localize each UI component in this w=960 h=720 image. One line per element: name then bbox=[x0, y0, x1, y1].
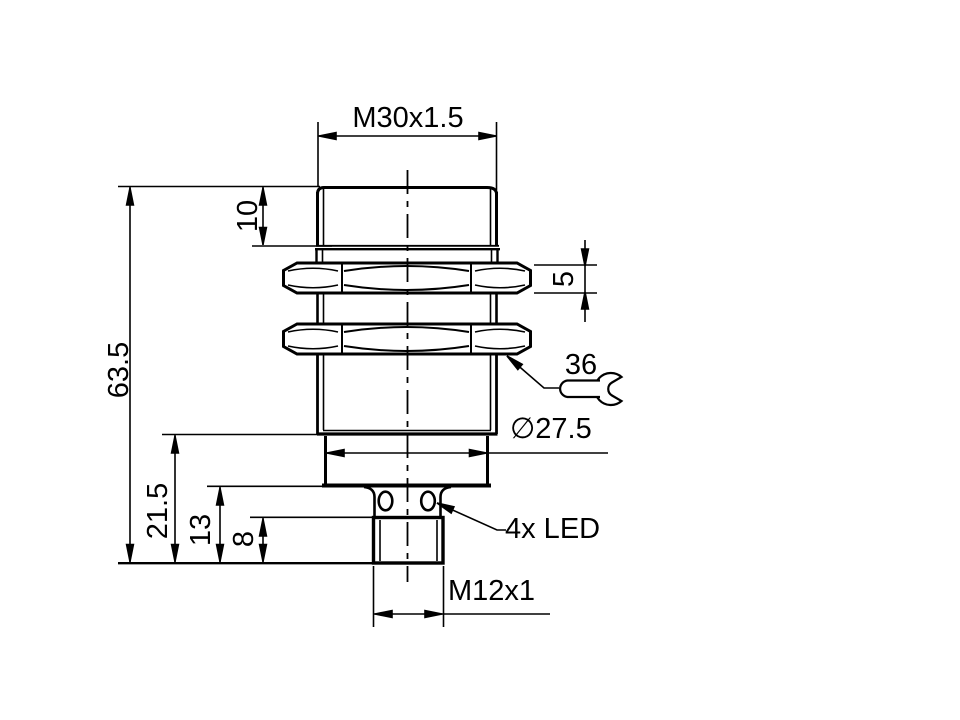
dim-arrow bbox=[125, 543, 135, 563]
led-indicator-left bbox=[377, 490, 394, 512]
dim-lower-21-5 bbox=[162, 433, 318, 563]
dim-arrow bbox=[478, 131, 497, 141]
dim-arrow bbox=[374, 609, 393, 619]
threaded-barrel bbox=[316, 292, 498, 436]
dim-arrow bbox=[580, 248, 590, 267]
dim-arrow bbox=[258, 543, 268, 563]
sensor-head-outline bbox=[316, 186, 498, 246]
label-thread-m12: M12x1 bbox=[448, 575, 535, 607]
dim-arrow bbox=[215, 543, 225, 563]
leader-led bbox=[434, 499, 506, 531]
dim-nut-5 bbox=[534, 240, 597, 322]
dimension-labels: M30x1.5 10 63.5 21.5 13 8 5 36 ∅27.5 4x … bbox=[103, 102, 600, 607]
dim-arrow bbox=[170, 435, 180, 454]
sensor-body bbox=[282, 186, 532, 565]
leader-arrow bbox=[504, 352, 524, 371]
dim-arrow bbox=[326, 448, 345, 458]
dimension-lines bbox=[118, 122, 624, 627]
label-led-callout: 4x LED bbox=[505, 513, 600, 545]
dim-arrow bbox=[424, 609, 443, 619]
dim-overall-63-5 bbox=[125, 187, 135, 563]
dim-arrow bbox=[215, 487, 225, 506]
label-thread-m30: M30x1.5 bbox=[352, 102, 463, 134]
dim-arrow bbox=[580, 291, 590, 310]
dim-arrow bbox=[125, 187, 135, 206]
leader-wrench-size bbox=[504, 352, 559, 389]
body-ring bbox=[322, 436, 491, 488]
dim-diameter-27-5 bbox=[326, 448, 608, 458]
led-indicator-right bbox=[419, 490, 437, 512]
label-dim-5: 5 bbox=[548, 271, 580, 287]
led-collar bbox=[363, 485, 452, 517]
dim-head-10 bbox=[252, 187, 332, 247]
label-dim-8: 8 bbox=[228, 531, 260, 547]
label-dim-13: 13 bbox=[185, 514, 217, 546]
wrench-icon bbox=[559, 371, 624, 407]
label-diameter-27-5: ∅27.5 bbox=[510, 413, 592, 445]
dim-arrow bbox=[468, 448, 488, 458]
leader-arrow bbox=[434, 499, 455, 514]
dim-connector-8 bbox=[250, 516, 374, 563]
label-dim-63-5: 63.5 bbox=[103, 342, 135, 398]
label-dim-10: 10 bbox=[232, 200, 264, 232]
label-dim-21-5: 21.5 bbox=[142, 483, 174, 539]
dim-thread-m30 bbox=[317, 122, 498, 190]
dim-arrow bbox=[318, 131, 337, 141]
dim-mid-13 bbox=[207, 485, 323, 563]
dim-arrow bbox=[170, 543, 180, 563]
dim-arrow bbox=[258, 518, 268, 537]
dim-thread-m12 bbox=[372, 566, 550, 627]
label-wrench-size-36: 36 bbox=[565, 349, 597, 381]
